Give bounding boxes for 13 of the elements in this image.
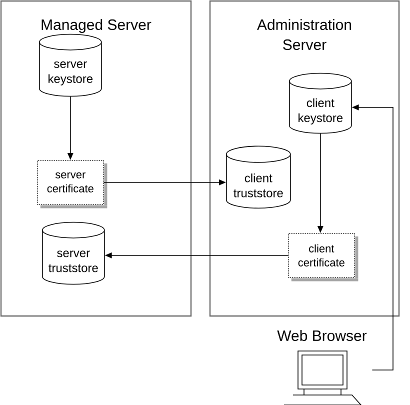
database-cylinder: server truststore: [42, 222, 105, 285]
arrow: [317, 133, 324, 233]
arrow: [103, 179, 226, 186]
certificate-box: client certificate: [288, 233, 358, 282]
arrow: [352, 104, 394, 370]
computer-label: Web Browser: [277, 330, 367, 342]
arrow: [104, 252, 288, 258]
laptop-drawing: [284, 350, 362, 405]
database-cylinder: client truststore: [226, 146, 291, 209]
arrow: [67, 96, 74, 160]
certificate-box: server certificate: [37, 160, 108, 208]
database-cylinder: client keystore: [289, 72, 352, 134]
database-cylinder: server keystore: [39, 34, 102, 97]
